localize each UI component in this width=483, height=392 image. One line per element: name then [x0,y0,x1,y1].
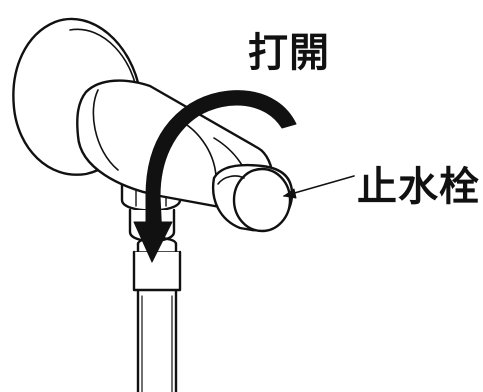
rotation-arrow [133,90,297,263]
stop-valve-knob [211,163,294,233]
open-label: 打開 [248,30,330,76]
valve-leader-line [283,175,355,199]
stop-valve-label: 止水栓 [357,164,480,210]
flexible-pipe [132,236,182,392]
